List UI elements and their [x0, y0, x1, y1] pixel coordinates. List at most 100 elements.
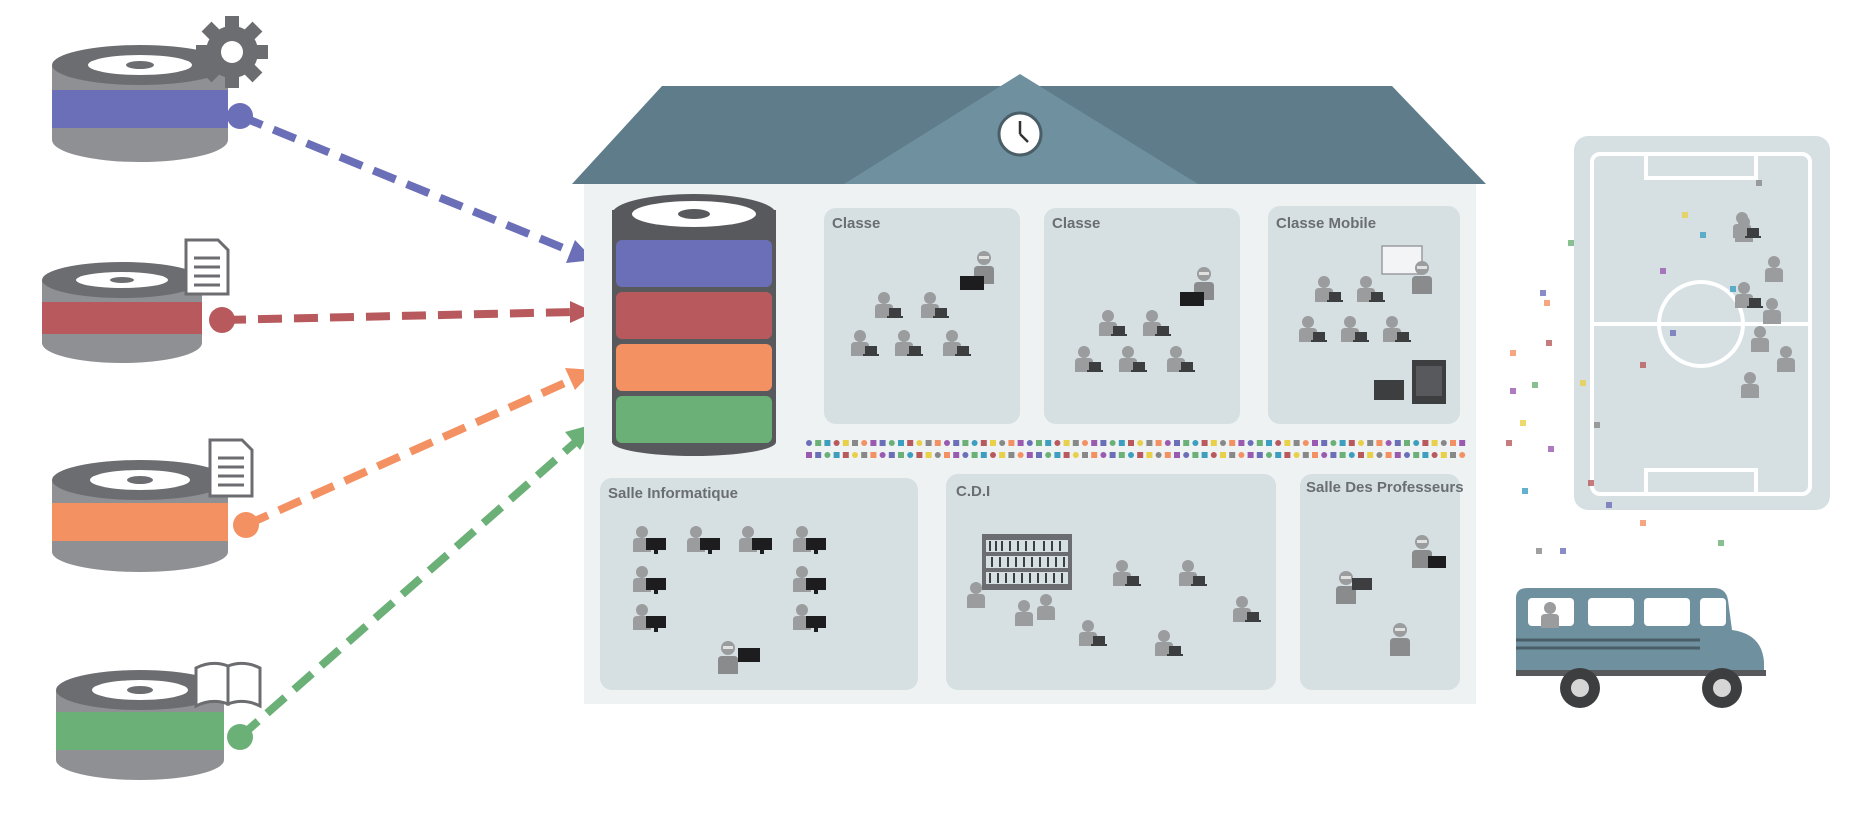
- media-dot: [971, 452, 978, 458]
- media-dot: [815, 440, 822, 446]
- media-dot: [1544, 300, 1550, 306]
- media-dot: [1367, 452, 1374, 458]
- media-dot: [1413, 440, 1420, 446]
- room-classe-mobile: Classe Mobile: [1268, 206, 1460, 424]
- media-dot: [990, 452, 996, 458]
- media-dot: [1339, 440, 1346, 446]
- media-dot: [833, 452, 840, 458]
- media-dot: [1275, 452, 1282, 458]
- media-dot: [1072, 440, 1079, 446]
- media-dot: [1440, 452, 1447, 458]
- school-bus-icon: [1516, 588, 1766, 708]
- media-dot: [980, 452, 987, 458]
- media-dot: [1522, 488, 1528, 494]
- media-dot: [1640, 362, 1646, 368]
- media-dot: [1367, 440, 1374, 446]
- room-classe-2: Classe: [1044, 208, 1240, 424]
- media-dot: [1146, 452, 1153, 458]
- media-dot: [1358, 440, 1364, 446]
- media-dot: [916, 440, 923, 446]
- media-dot: [824, 452, 831, 458]
- media-dot: [925, 440, 932, 446]
- media-dot: [962, 452, 969, 458]
- media-dot: [1045, 440, 1052, 446]
- media-dot: [1536, 548, 1542, 554]
- bookshelf-icon: [982, 534, 1072, 590]
- media-dot: [833, 440, 840, 446]
- media-dot: [1670, 330, 1676, 336]
- sports-field-icon: [1574, 136, 1830, 510]
- media-dot: [1201, 452, 1208, 458]
- media-dot: [1682, 212, 1688, 218]
- media-dot: [1054, 452, 1061, 458]
- media-stream-icon: [806, 440, 1466, 458]
- media-dot: [934, 440, 941, 446]
- media-dot: [879, 440, 886, 446]
- room-label: C.D.I: [956, 483, 990, 500]
- media-dot: [1100, 452, 1107, 458]
- media-dot: [1606, 502, 1612, 508]
- media-dot: [1312, 440, 1318, 446]
- media-dot: [925, 452, 932, 458]
- media-dot: [1660, 268, 1666, 274]
- media-dot: [1431, 440, 1438, 446]
- media-dot: [1017, 440, 1024, 446]
- media-dot: [806, 452, 812, 458]
- media-dot: [1210, 440, 1217, 446]
- media-dot: [1146, 440, 1153, 446]
- room-cdi: C.D.I: [946, 474, 1276, 690]
- media-dot: [1192, 452, 1199, 458]
- media-dot: [971, 440, 978, 446]
- media-dot: [1756, 180, 1762, 186]
- media-dot: [1376, 452, 1383, 458]
- media-dot: [1220, 452, 1226, 458]
- source-db-orange: [52, 460, 228, 572]
- media-dot: [1730, 286, 1736, 292]
- media-dot: [1459, 440, 1466, 446]
- media-dot: [1054, 440, 1061, 446]
- media-dot: [824, 440, 831, 446]
- media-dot: [1293, 452, 1300, 458]
- media-dot: [1008, 440, 1015, 446]
- media-dot: [898, 440, 904, 446]
- media-dot: [1413, 452, 1420, 458]
- media-dot: [1339, 452, 1346, 458]
- media-dot: [852, 452, 858, 458]
- media-dot: [1256, 452, 1263, 458]
- media-dot: [1017, 452, 1024, 458]
- media-dot: [1008, 452, 1015, 458]
- arrow-orange: [233, 368, 594, 538]
- media-dot: [870, 452, 877, 458]
- media-dot: [1210, 452, 1217, 458]
- document-icon: [208, 438, 254, 498]
- media-dot: [1063, 440, 1070, 446]
- arrow-green: [227, 424, 594, 750]
- source-db-red: [42, 262, 202, 363]
- media-dot: [1422, 452, 1429, 458]
- room-label: Classe: [832, 215, 880, 232]
- media-dot: [1256, 440, 1263, 446]
- media-dot: [1302, 440, 1309, 446]
- media-dot: [1394, 440, 1401, 446]
- room-label: Salle Informatique: [608, 485, 738, 502]
- media-dot: [1594, 422, 1600, 428]
- media-dot: [1229, 452, 1236, 458]
- media-dot: [1247, 452, 1254, 458]
- media-dot: [1183, 440, 1190, 446]
- media-dot: [944, 440, 950, 446]
- cabinet-icon: [1374, 360, 1446, 404]
- media-dot: [1348, 452, 1355, 458]
- media-dot: [1640, 520, 1646, 526]
- media-dot: [1568, 240, 1574, 246]
- media-dot: [1404, 440, 1410, 446]
- media-dot: [1450, 452, 1456, 458]
- media-dot: [1045, 452, 1052, 458]
- media-dot: [1385, 440, 1392, 446]
- media-dot: [1266, 452, 1272, 458]
- media-dot: [888, 452, 895, 458]
- arrow-red: [209, 301, 594, 333]
- media-dot: [1026, 452, 1033, 458]
- media-dot: [1100, 440, 1107, 446]
- media-dot: [1718, 540, 1724, 546]
